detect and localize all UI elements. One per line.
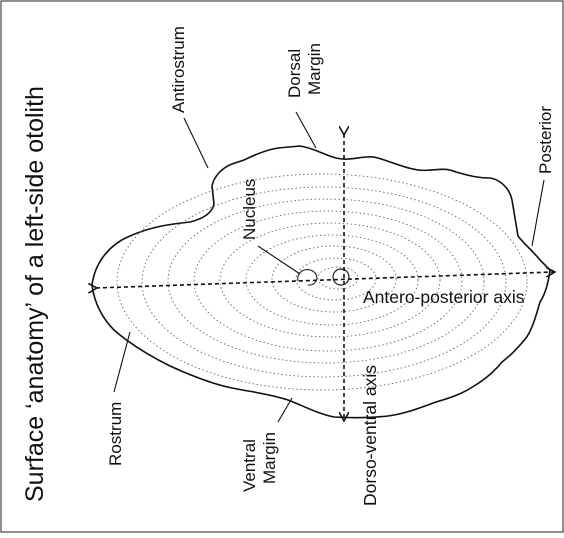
label-posterior: Posterior	[536, 106, 555, 174]
label-dorsal-margin-line1: Dorsal	[285, 49, 304, 98]
label-dorso-ventral-axis: Dorso-ventral axis	[360, 365, 380, 506]
label-nucleus: Nucleus	[240, 179, 259, 240]
nucleus-marker	[298, 269, 349, 285]
antero-posterior-axis-line	[96, 272, 554, 288]
label-dorsal-margin-line2: Margin	[305, 43, 324, 95]
growth-rings	[117, 174, 527, 390]
label-ventral-margin-line2: Margin	[260, 432, 279, 484]
leader-lines	[114, 112, 544, 422]
label-rostrum: Rostrum	[106, 402, 125, 466]
label-antero-posterior-axis: Antero-posterior axis	[363, 287, 525, 307]
label-ventral-margin-line1: Ventral	[240, 439, 259, 492]
label-antirostrum: Antirostrum	[169, 26, 188, 113]
figure-title: Surface ‘anatomy’ of a left-side otolith	[21, 86, 49, 502]
